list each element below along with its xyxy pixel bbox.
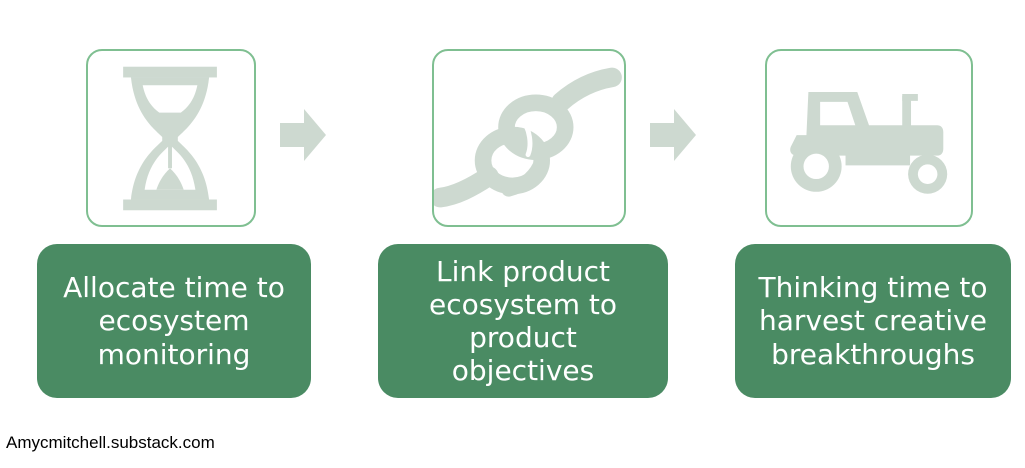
step-1-icon-frame — [86, 49, 256, 227]
step-1-label: Allocate time to ecosystem monitoring — [37, 244, 311, 398]
arrow-right-icon — [650, 109, 696, 161]
step-2-label: Link product ecosystem to product object… — [378, 244, 668, 398]
step-3-label-text: Thinking time to harvest creative breakt… — [758, 271, 988, 371]
step-3-icon-frame — [765, 49, 973, 227]
step-1-label-text: Allocate time to ecosystem monitoring — [63, 271, 285, 371]
arrow-right-icon — [280, 109, 326, 161]
step-2-icon-frame — [432, 49, 626, 227]
source-credit: Amycmitchell.substack.com — [6, 433, 215, 452]
hourglass-icon — [123, 66, 217, 211]
step-2-label-text: Link product ecosystem to product object… — [429, 254, 617, 388]
knot-icon — [434, 67, 622, 208]
tractor-icon — [790, 92, 948, 194]
step-3-label: Thinking time to harvest creative breakt… — [735, 244, 1011, 398]
